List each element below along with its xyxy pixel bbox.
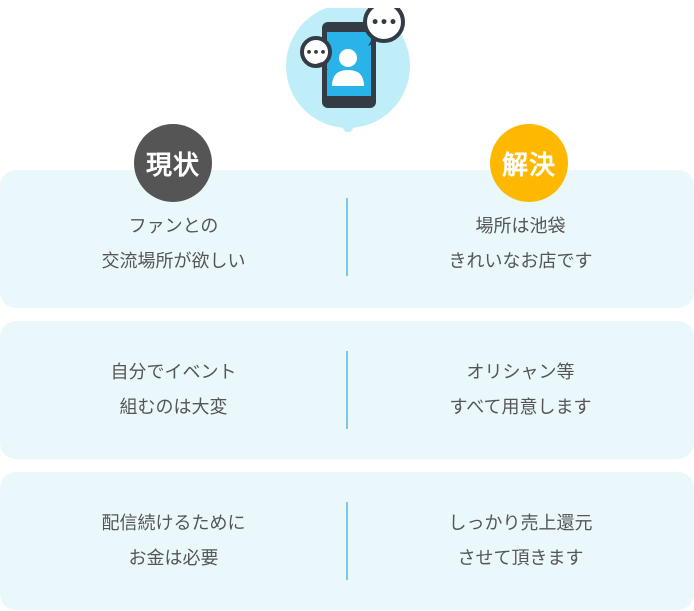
current-issue: 自分でイベント 組むのは大変 (0, 321, 347, 459)
current-issue-line-2: 交流場所が欲しい (101, 251, 246, 272)
solution-line-2: させて頂きます (457, 548, 584, 569)
solution-line-1: しっかり売上還元 (448, 513, 593, 534)
solution-text: オリシャン等 すべて用意します (347, 321, 694, 459)
current-issue-line-1: ファンとの (128, 216, 219, 237)
row-divider (346, 198, 348, 276)
comparison-row-2: 自分でイベント 組むのは大変 オリシャン等 すべて用意します (0, 321, 694, 459)
current-issue: ファンとの 交流場所が欲しい (0, 170, 347, 308)
comparison-row-1: ファンとの 交流場所が欲しい 場所は池袋 きれいなお店です (0, 170, 694, 308)
solution-line-1: 場所は池袋 (475, 216, 566, 237)
solution-text: 場所は池袋 きれいなお店です (347, 170, 694, 308)
solution-line-1: オリシャン等 (466, 362, 575, 383)
row-divider (346, 351, 348, 429)
current-status-badge: 現状 (134, 124, 212, 202)
solution-line-2: すべて用意します (449, 397, 592, 418)
current-issue-line-2: 組むのは大変 (119, 397, 228, 418)
comparison-row-3: 配信続けるために お金は必要 しっかり売上還元 させて頂きます (0, 472, 694, 610)
smartphone-chat-icon: ••• ••• (286, 8, 410, 132)
current-issue-line-1: 自分でイベント (110, 362, 237, 383)
row-divider (346, 502, 348, 580)
chat-bubble-dots: ••• (371, 15, 398, 31)
solution-badge: 解決 (490, 124, 568, 202)
current-issue-line-2: お金は必要 (128, 548, 219, 569)
current-issue-line-1: 配信続けるために (101, 513, 246, 534)
solution-line-2: きれいなお店です (448, 251, 593, 272)
solution-text: しっかり売上還元 させて頂きます (347, 472, 694, 610)
current-issue: 配信続けるために お金は必要 (0, 472, 347, 610)
chat-bubble-dots-small: ••• (305, 46, 326, 59)
